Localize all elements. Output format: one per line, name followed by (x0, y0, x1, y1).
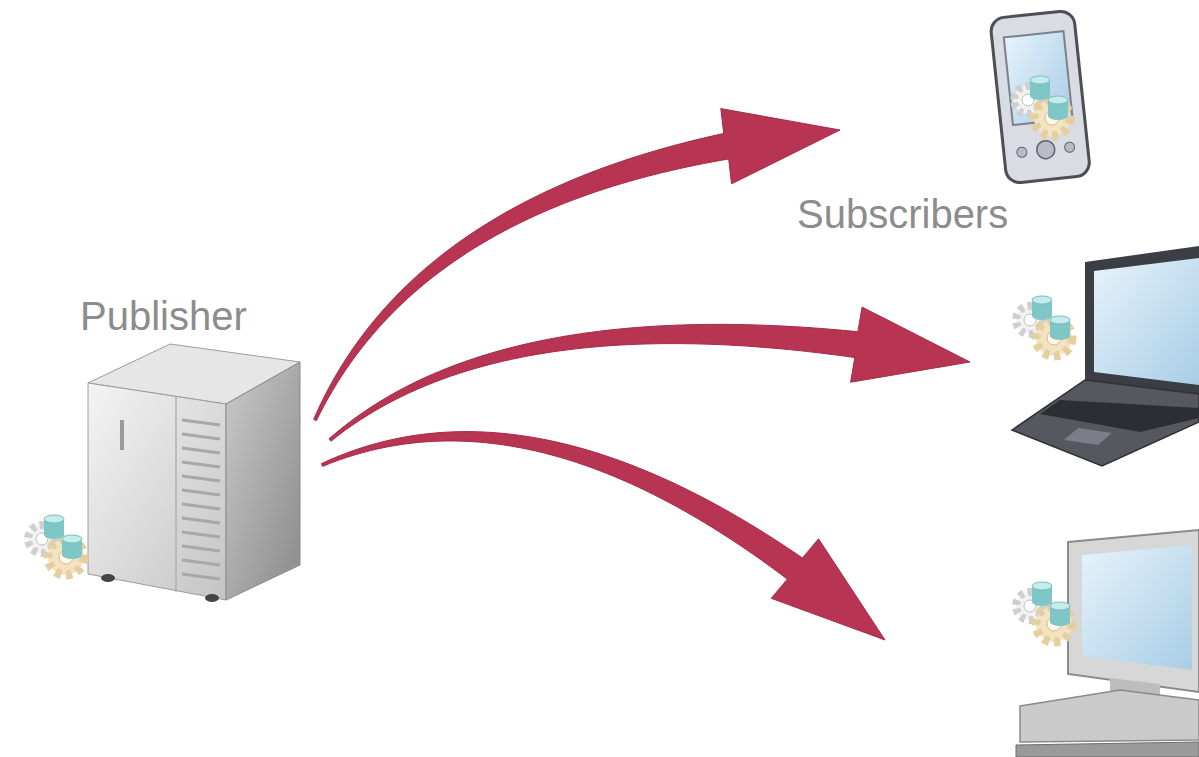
laptop-base (1012, 380, 1199, 466)
flow-arrow (329, 307, 970, 441)
server-foot (101, 574, 115, 582)
node-heading: Publisher (80, 294, 247, 338)
server-front (88, 383, 226, 600)
desktop-keyboard (1016, 742, 1199, 757)
gear-icon (1016, 582, 1072, 642)
laptop-device (1012, 246, 1199, 466)
gear-icon (1014, 76, 1070, 136)
flow-arrow (314, 109, 840, 421)
monitor-frame (1068, 530, 1199, 692)
server-slot (120, 420, 124, 450)
laptop-touchpad (1064, 428, 1112, 445)
flow-arrow (321, 432, 885, 640)
monitor-screen (1082, 545, 1192, 670)
pda-button (1064, 142, 1075, 153)
pda-body (990, 10, 1091, 184)
server-tower (88, 344, 300, 602)
gear-icon (28, 515, 84, 575)
desktop-device (1016, 530, 1199, 757)
node-heading: Subscribers (797, 192, 1008, 236)
laptop-lid (1085, 246, 1199, 394)
pda-button (1016, 147, 1027, 158)
pda-device (990, 10, 1091, 184)
desktop-case (1020, 690, 1199, 742)
subscriber-group: Subscribers (790, 0, 1199, 757)
publisher-node: Publisher (15, 290, 320, 605)
server-foot (205, 594, 219, 602)
pda-button (1036, 140, 1056, 160)
laptop-keyboard (1040, 400, 1199, 432)
server-vents (182, 420, 220, 579)
server-bezel (175, 397, 177, 592)
server-side (226, 362, 300, 600)
laptop-screen (1094, 258, 1199, 385)
gear-icon (1016, 296, 1072, 356)
